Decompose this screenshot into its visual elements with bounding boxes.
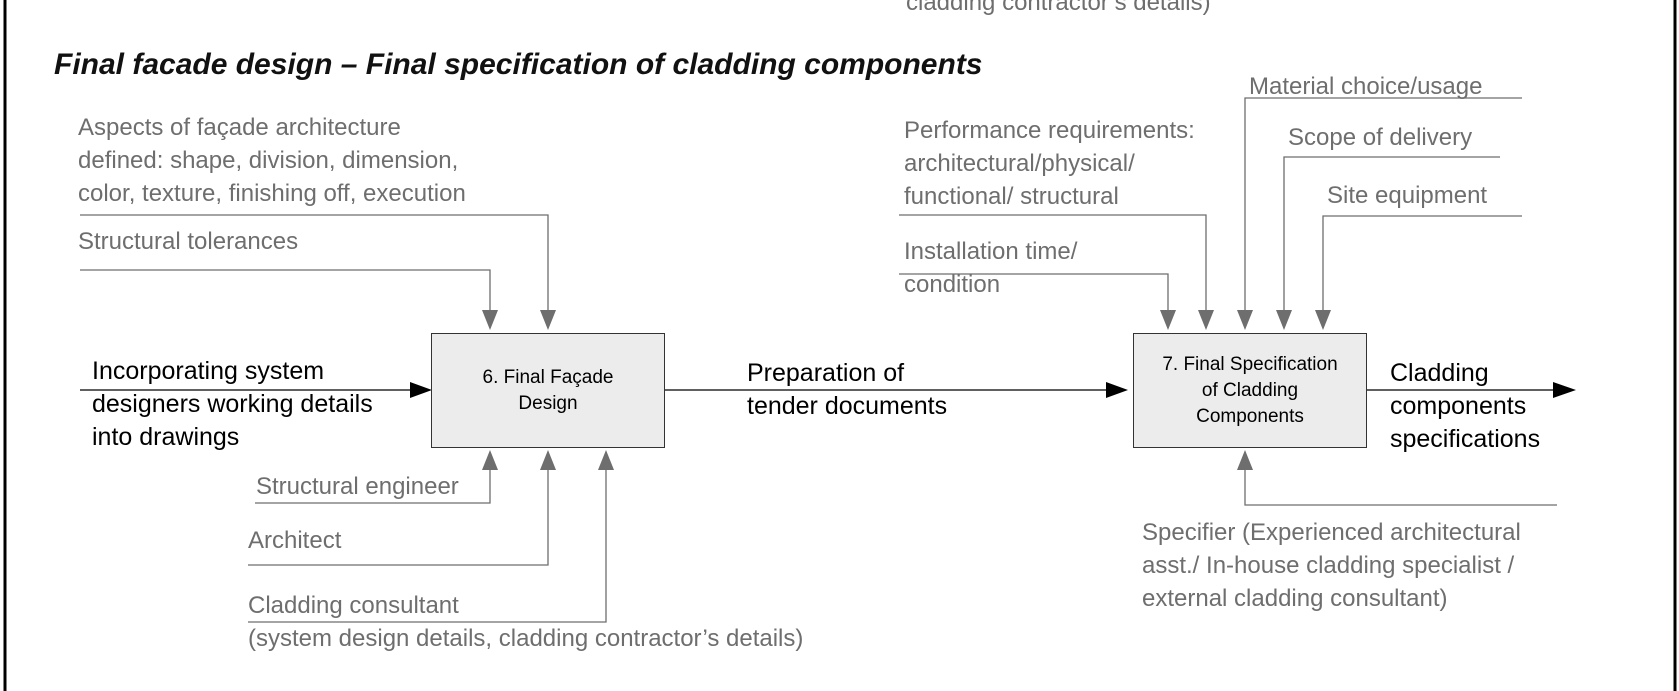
box6-label: 6. Final Façade Design bbox=[482, 366, 614, 414]
arrowhead-architect bbox=[540, 450, 556, 470]
control-performance-label: Performance requirements: architectural/… bbox=[904, 117, 1195, 210]
arrowhead-site bbox=[1315, 310, 1331, 330]
scope-connector bbox=[1283, 156, 1500, 318]
process-box-final-facade-design: 6. Final Façade Design bbox=[431, 333, 665, 448]
performance-connector bbox=[899, 214, 1207, 318]
arrowhead-middle bbox=[1106, 382, 1128, 398]
arrowhead-tolerances bbox=[482, 310, 498, 330]
mechanism-cladding-consultant-label: Cladding consultant (system design detai… bbox=[248, 592, 804, 652]
architect-connector bbox=[248, 466, 549, 566]
aspects-connector bbox=[80, 214, 549, 318]
mechanism-structural-engineer-label: Structural engineer bbox=[256, 473, 459, 500]
input-incorporating-label: Incorporating system designers working d… bbox=[92, 357, 373, 451]
mechanism-architect-label: Architect bbox=[248, 527, 342, 554]
control-installation-label: Installation time/ condition bbox=[904, 238, 1078, 298]
process-box-final-specification: 7. Final Specification of Cladding Compo… bbox=[1133, 333, 1367, 448]
arrowhead-input bbox=[410, 382, 432, 398]
input-preparation-label: Preparation of tender documents bbox=[747, 359, 948, 420]
top-cutoff-text: cladding contractor’s details) bbox=[906, 0, 1211, 16]
tolerances-connector bbox=[80, 269, 491, 318]
arrowhead-aspects bbox=[540, 310, 556, 330]
grey-connectors bbox=[80, 97, 1557, 623]
site-connector bbox=[1322, 215, 1522, 318]
arrowhead-specifier bbox=[1237, 450, 1253, 470]
material-connector bbox=[1244, 97, 1522, 318]
arrowhead-material bbox=[1237, 310, 1253, 330]
control-site-label: Site equipment bbox=[1327, 182, 1488, 209]
mechanism-specifier-label: Specifier (Experienced architectural ass… bbox=[1142, 519, 1521, 612]
installation-connector bbox=[899, 273, 1169, 318]
grey-arrowheads bbox=[482, 310, 1331, 470]
diagram-title: Final facade design – Final specificatio… bbox=[54, 48, 983, 81]
arrowhead-output bbox=[1553, 382, 1576, 398]
output-cladding-specs-label: Cladding components specifications bbox=[1390, 359, 1541, 453]
arrowhead-consultant bbox=[598, 450, 614, 470]
control-aspects-label: Aspects of façade architecture defined: … bbox=[78, 114, 466, 207]
consultant-connector bbox=[248, 466, 607, 623]
arrowhead-scope bbox=[1276, 310, 1292, 330]
arrowhead-engineer bbox=[482, 450, 498, 470]
specifier-connector bbox=[1244, 466, 1557, 506]
control-scope-label: Scope of delivery bbox=[1288, 124, 1473, 151]
control-structural-tolerances-label: Structural tolerances bbox=[78, 228, 299, 255]
black-arrowheads bbox=[410, 382, 1576, 398]
control-material-label: Material choice/usage bbox=[1249, 73, 1483, 100]
engineer-connector bbox=[255, 466, 491, 504]
box7-label: 7. Final Specification of Cladding Compo… bbox=[1162, 353, 1338, 427]
arrowhead-performance bbox=[1198, 310, 1214, 330]
arrowhead-installation bbox=[1160, 310, 1176, 330]
